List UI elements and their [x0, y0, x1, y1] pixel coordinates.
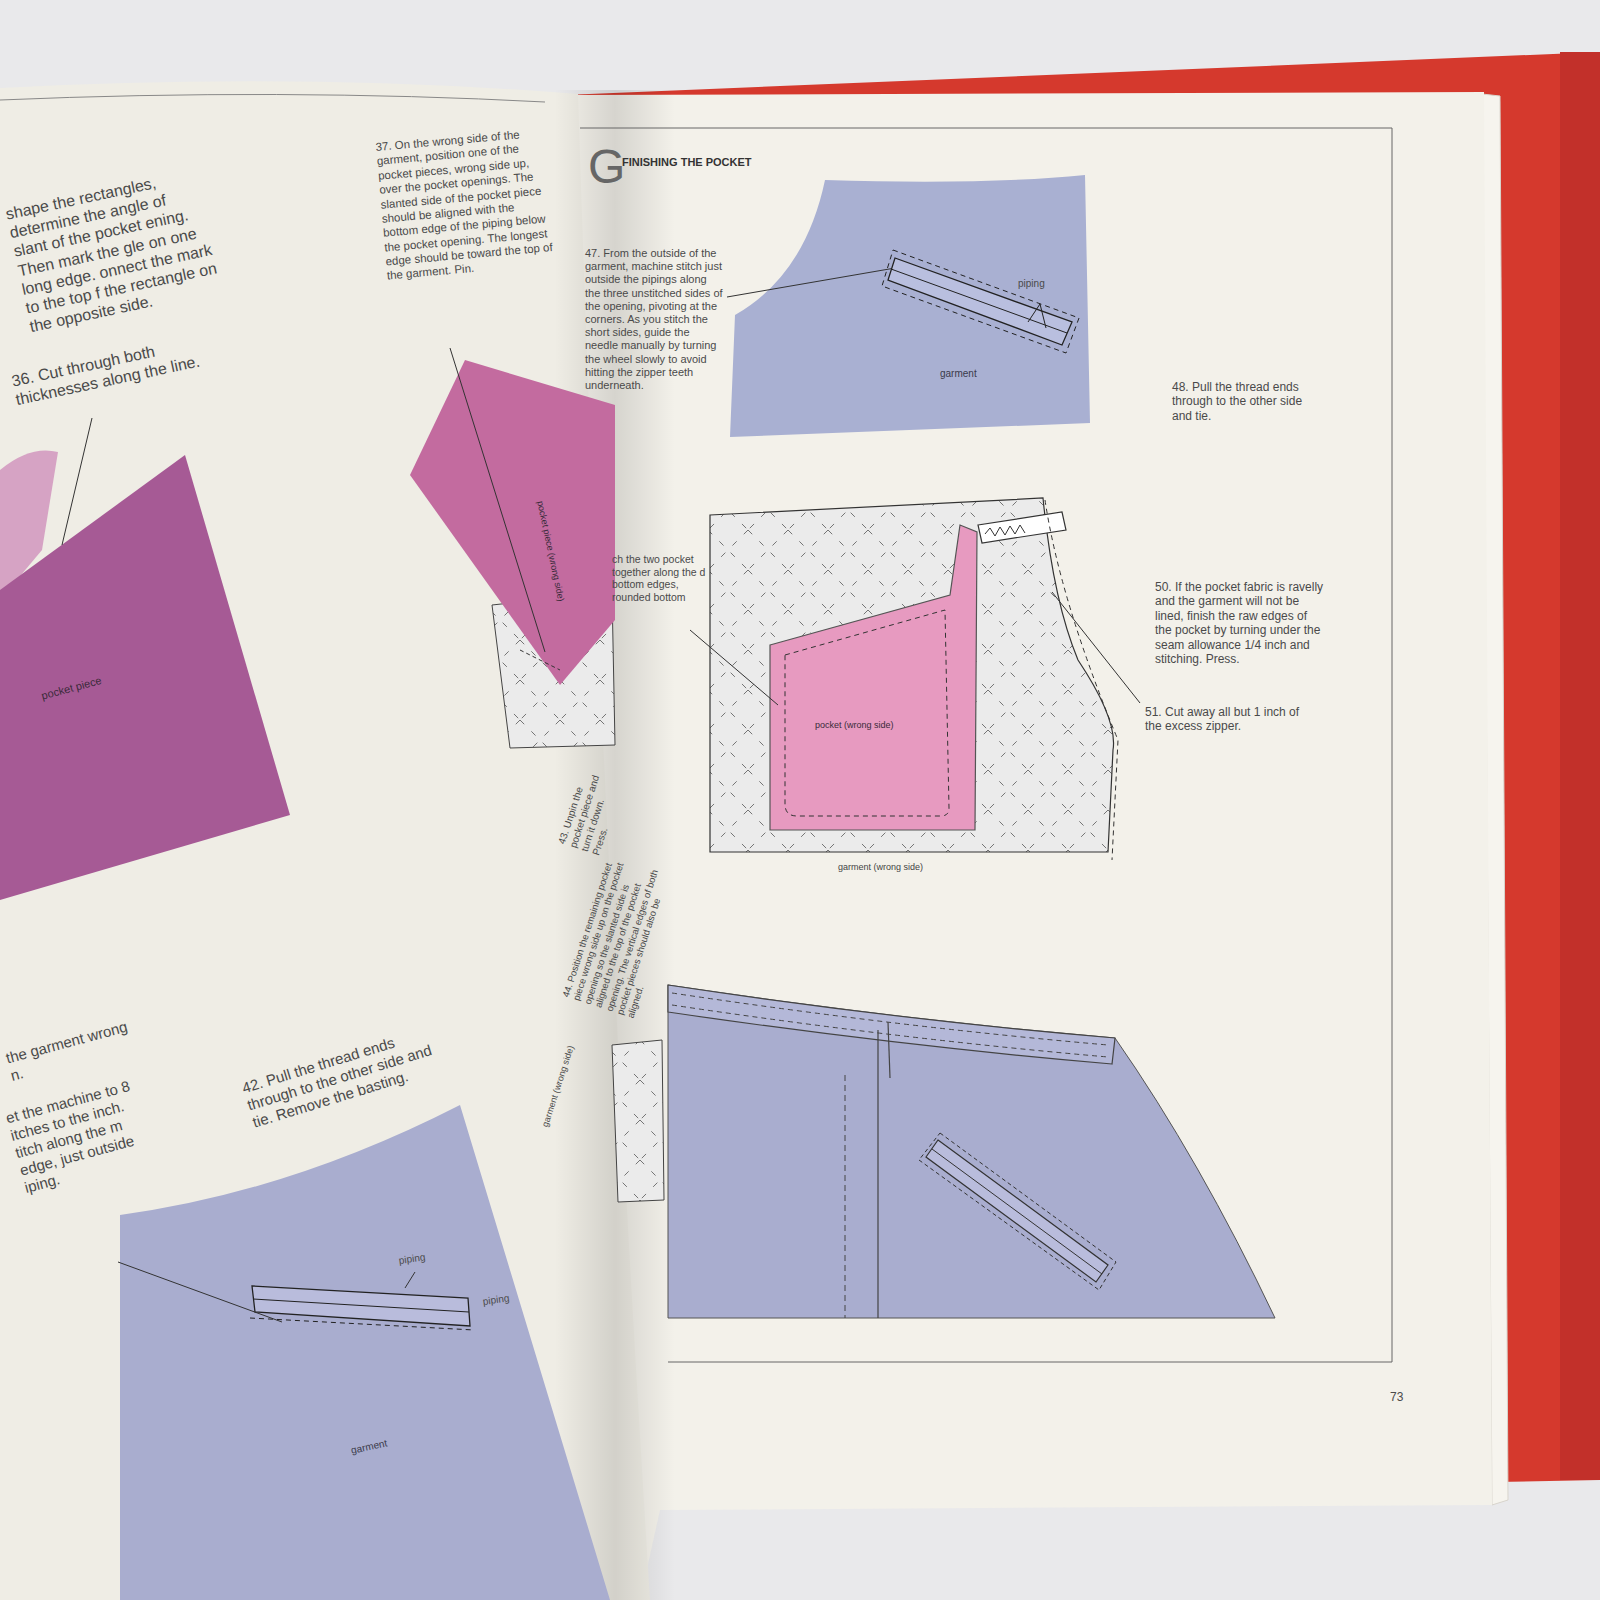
quilted-garment — [612, 1040, 664, 1202]
step-text: ch the two pocket together along the d b… — [612, 553, 712, 603]
piping — [882, 250, 1079, 353]
step-text: 44. Position the remaining pocket piece … — [560, 852, 682, 1019]
pocket-piece-shape-outline — [0, 440, 295, 910]
garment-shape: garment — [110, 1100, 620, 1600]
step-text: 42. Pull the thread ends through to the … — [240, 1019, 457, 1132]
piping — [250, 1286, 474, 1330]
instruction-text: shape the rectangles, determine the angl… — [4, 164, 223, 336]
step-text: 37. On the wrong side of the garment, po… — [375, 125, 557, 283]
pocket-piece-shape: pocket piece — [0, 440, 295, 910]
right-page — [575, 92, 1492, 1600]
pocket-shape-outline — [765, 520, 980, 835]
step-text: 51. Cut away all but 1 inch of the exces… — [1145, 705, 1315, 734]
pocket-piece-shape-outline — [400, 350, 625, 695]
section-heading: FINISHING THE POCKET — [622, 156, 752, 169]
shape-label: garment (wrong side) — [838, 862, 978, 873]
step-text: et the machine to 8 itches to the inch. … — [4, 1072, 167, 1196]
part-label: piping — [1018, 278, 1045, 290]
left-page — [0, 81, 650, 1600]
step-text: 48. Pull the thread ends through to the … — [1172, 380, 1322, 423]
step-text: 47. From the outside of the garment, mac… — [585, 247, 723, 392]
quilted-garment-shape: garment (wrong side) pocket (wrong side) — [708, 490, 1128, 885]
pocket-shape: pocket (wrong side) — [765, 520, 980, 835]
zipper — [978, 500, 1118, 860]
garment-shape-outline — [110, 1100, 620, 1600]
part-label: garment (wrong side) — [540, 1020, 584, 1128]
page-number: 73 — [1390, 1390, 1403, 1404]
shape-label: pocket (wrong side) — [815, 720, 935, 731]
page-frame — [580, 128, 1392, 1362]
step-text: 50. If the pocket fabric is ravelly and … — [1155, 580, 1325, 666]
leader-line — [62, 268, 1140, 1322]
finished-garment — [668, 985, 1275, 1318]
step-text: 43. Unpin the pocket piece and turn it d… — [556, 761, 628, 857]
step-text: 36. Cut through both thicknesses along t… — [10, 329, 218, 409]
section-letter: G — [588, 138, 625, 196]
pocket-piece-shape: pocket piece (wrong side) — [400, 350, 625, 695]
shape-label: garment — [940, 368, 1020, 380]
garment-shape-outline — [725, 165, 1100, 445]
garment-shape: garment — [725, 165, 1100, 445]
step-text: the garment wrong n. — [4, 1014, 149, 1085]
